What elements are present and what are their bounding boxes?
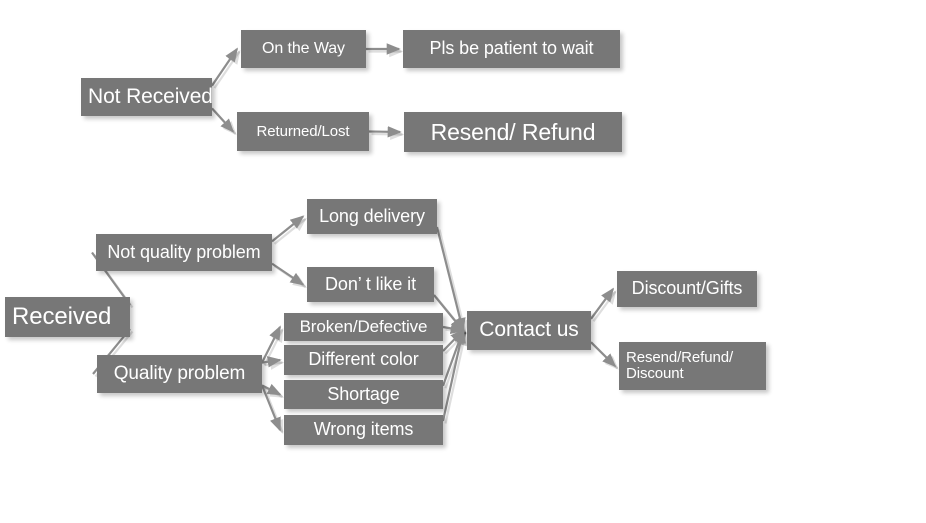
- connector-shadow-contact-us-to-discount-gifts: [592, 290, 617, 322]
- node-returned-lost[interactable]: Returned/Lost: [237, 112, 369, 151]
- node-resend-refund-discount[interactable]: Resend/Refund/ Discount: [619, 342, 766, 390]
- connector-quality-to-broken-defective: [261, 325, 281, 364]
- connector-shadow-returned-lost-to-resend-refund: [371, 128, 405, 141]
- connector-shadow-not-quality-to-long-delivery: [273, 217, 307, 245]
- node-discount-gifts[interactable]: Discount/Gifts: [617, 271, 757, 307]
- connector-contact-us-to-resend-refund-discount: [590, 341, 617, 368]
- node-long-delivery[interactable]: Long delivery: [307, 199, 437, 234]
- node-wrong-items[interactable]: Wrong items: [284, 415, 443, 445]
- connectors: [91, 43, 617, 432]
- node-shortage[interactable]: Shortage: [284, 380, 443, 409]
- node-received[interactable]: Received: [5, 297, 130, 337]
- connector-long-delivery-to-contact-us: [435, 226, 466, 333]
- connector-contact-us-to-discount-gifts: [590, 287, 615, 320]
- connector-wrong-items-to-contact-us: [441, 328, 466, 422]
- node-pls-be-patient[interactable]: Pls be patient to wait: [403, 30, 620, 68]
- node-resend-refund[interactable]: Resend/ Refund: [404, 112, 622, 152]
- connector-quality-to-wrong-items: [260, 384, 282, 432]
- connector-shadow-not-received-to-on-the-way: [213, 50, 241, 89]
- node-broken-defective[interactable]: Broken/Defective: [284, 313, 443, 341]
- node-contact-us[interactable]: Contact us: [467, 311, 591, 350]
- connector-shadow-wrong-items-to-contact-us: [444, 331, 469, 424]
- connector-quality-to-different-color: [261, 356, 282, 368]
- connector-returned-lost-to-resend-refund: [368, 126, 402, 138]
- connector-not-quality-to-dont-like-it: [271, 262, 305, 286]
- node-quality[interactable]: Quality problem: [97, 355, 262, 393]
- node-not-quality[interactable]: Not quality problem: [96, 234, 272, 271]
- connector-quality-to-shortage: [261, 383, 282, 396]
- node-on-the-way[interactable]: On the Way: [241, 30, 366, 68]
- node-different-color[interactable]: Different color: [284, 345, 443, 375]
- node-not-received[interactable]: Not Received: [81, 78, 213, 116]
- node-dont-like-it[interactable]: Don’ t like it: [307, 267, 434, 302]
- connector-not-received-to-returned-lost: [211, 107, 235, 133]
- connector-not-received-to-on-the-way: [211, 47, 238, 87]
- connector-shadow-long-delivery-to-contact-us: [438, 229, 469, 335]
- connector-not-quality-to-long-delivery: [271, 215, 305, 243]
